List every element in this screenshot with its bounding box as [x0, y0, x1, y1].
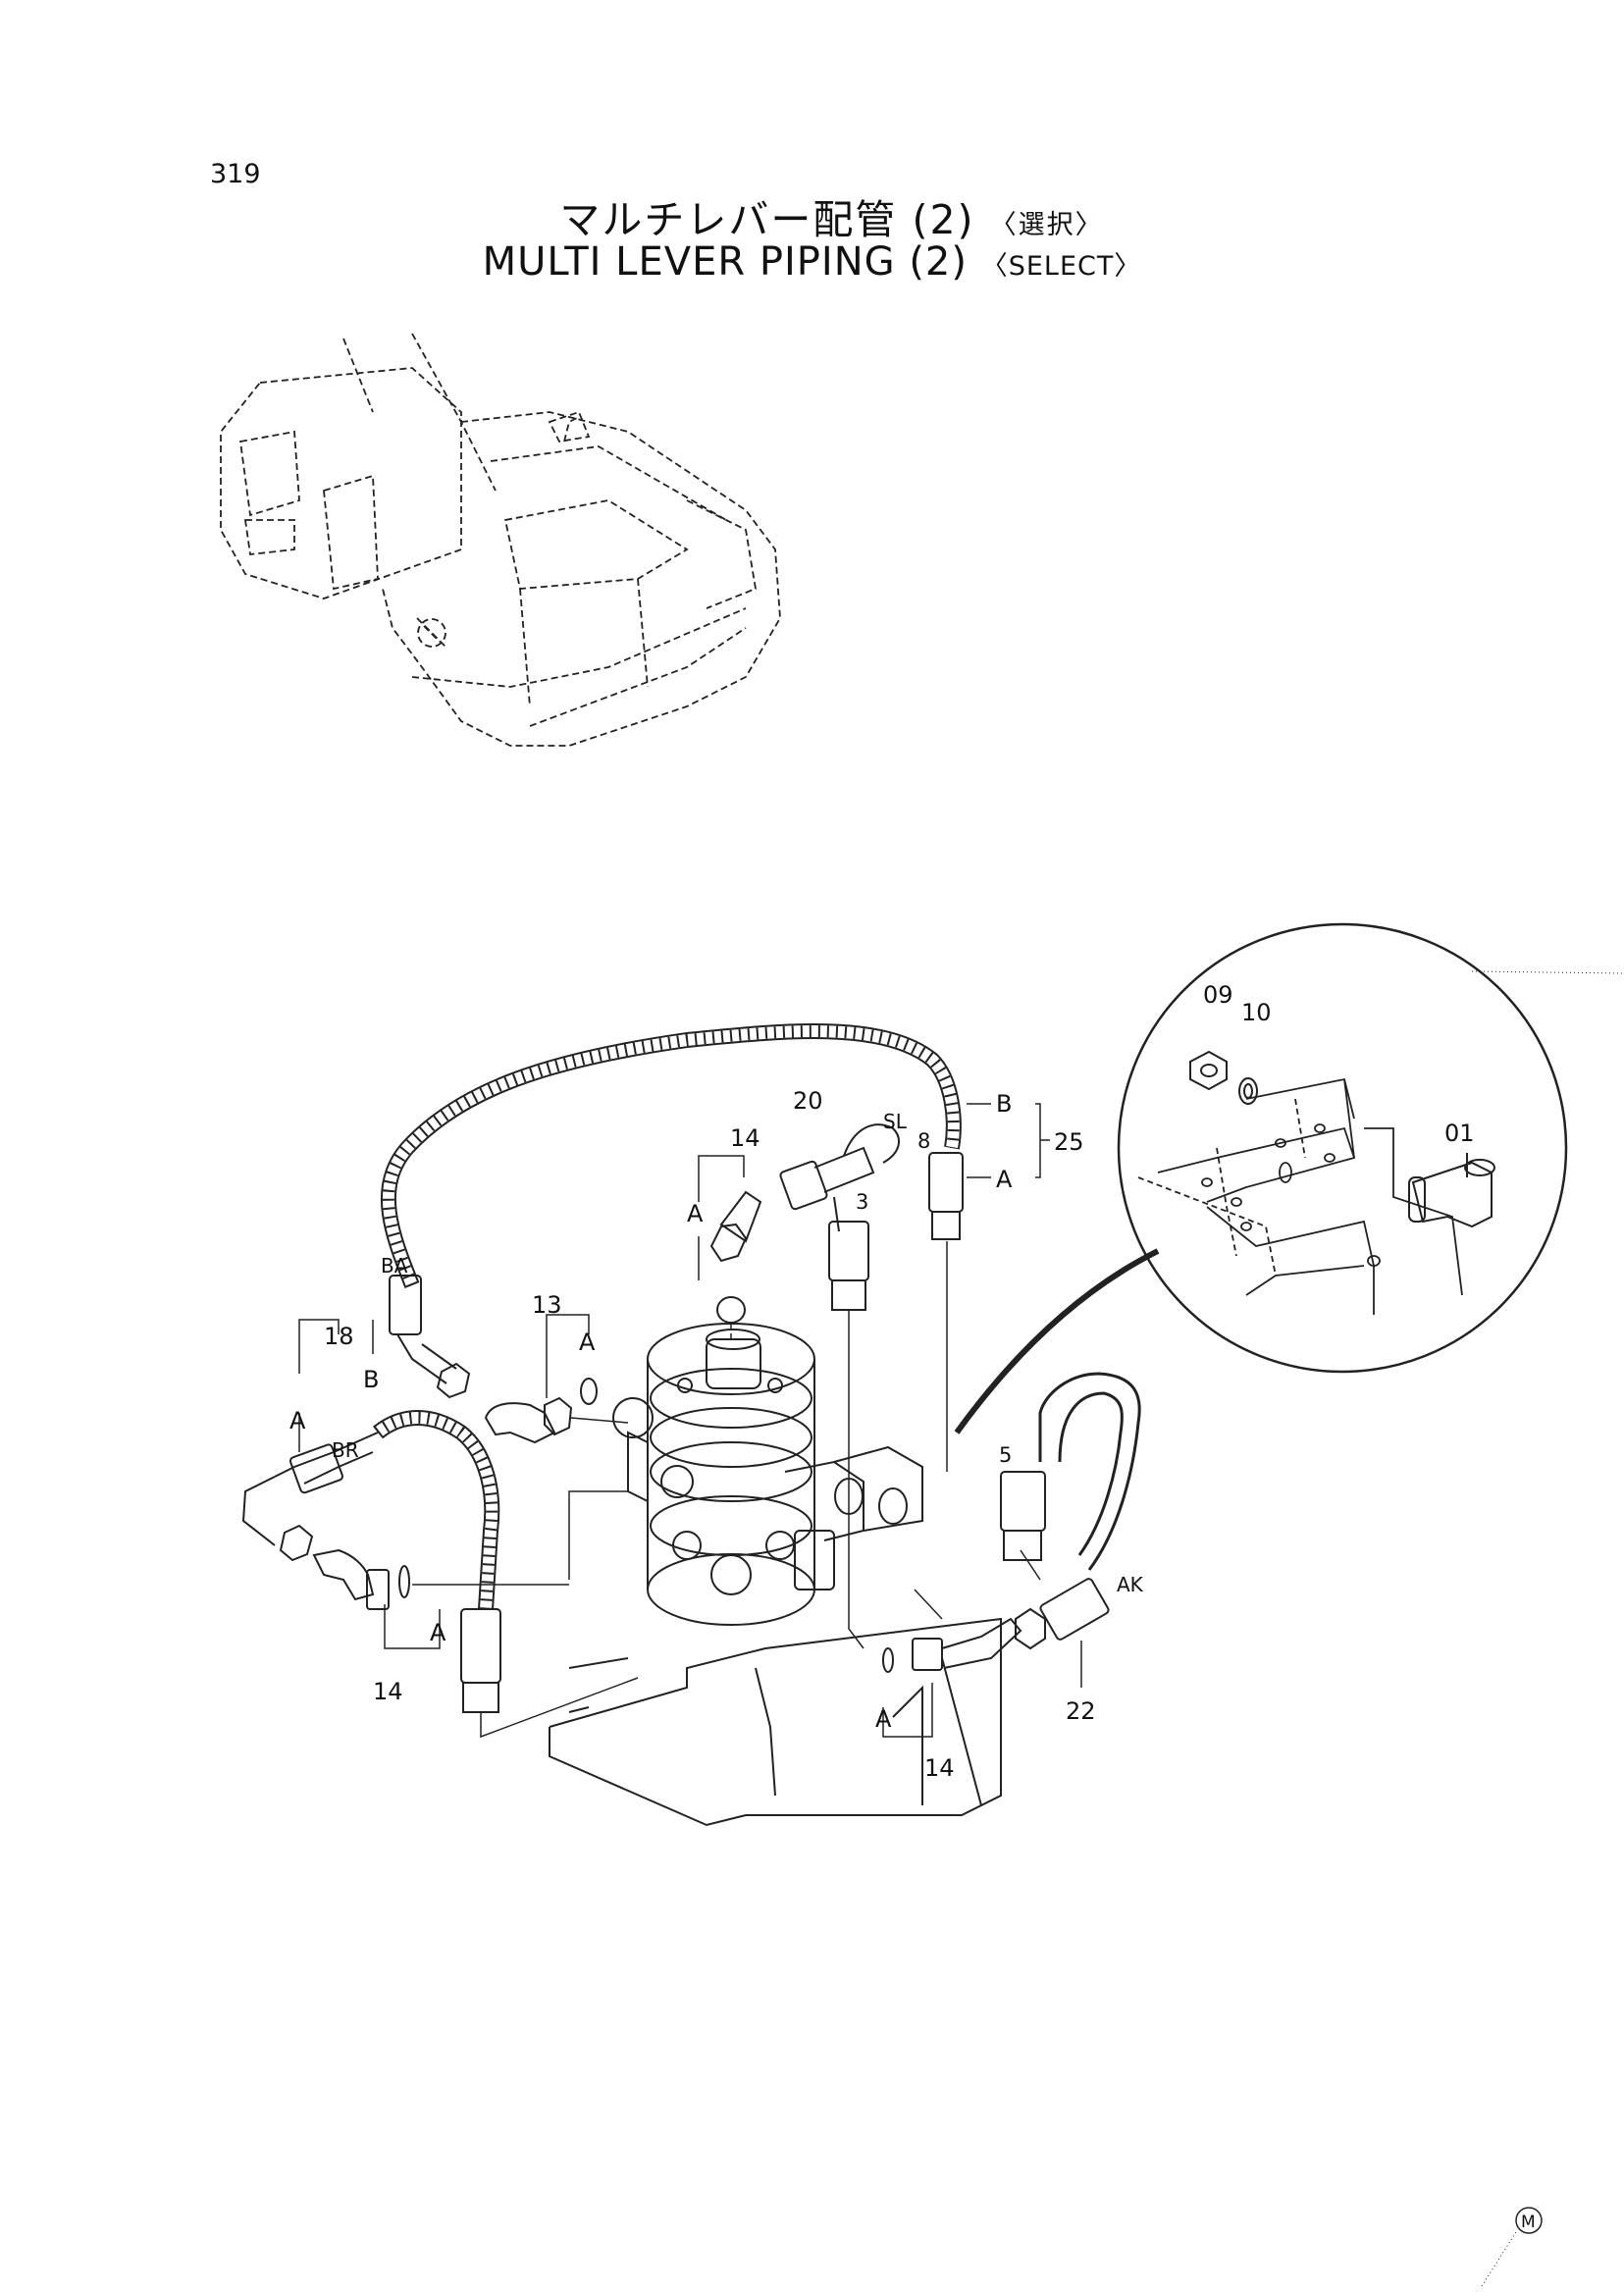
mounting-bracket	[549, 1617, 1002, 1827]
label-14-top: 14	[730, 1124, 760, 1152]
page-title-japanese: マルチレバー配管 (2) 〈選択〉	[0, 186, 1624, 245]
label-14-bottom: 14	[924, 1754, 955, 1782]
detail-view-circle	[954, 922, 1624, 1434]
leader-lines	[298, 1103, 1082, 1739]
label-a-left: A	[430, 1619, 446, 1646]
label-25: 25	[1054, 1128, 1084, 1156]
elbow-13	[484, 1378, 598, 1444]
fitting-14-left	[312, 1548, 410, 1610]
fitting-20	[779, 1123, 900, 1311]
page-number: 319	[210, 159, 261, 189]
label-13: 13	[532, 1291, 562, 1319]
fitting-14-top	[709, 1190, 762, 1324]
label-01: 01	[1444, 1120, 1475, 1147]
label-18: 18	[324, 1323, 354, 1350]
label-8: 8	[917, 1129, 930, 1153]
label-br: BR	[332, 1438, 359, 1462]
label-5: 5	[999, 1443, 1012, 1467]
page-mark-m-icon	[1481, 2207, 1543, 2287]
label-a-13: A	[579, 1329, 596, 1356]
hose-5-22	[1000, 1372, 1141, 1650]
hose-ba-corrugated	[380, 1023, 964, 1399]
label-ba: BA	[381, 1254, 408, 1277]
label-b-25: B	[996, 1090, 1012, 1118]
detail-fitting-01	[1408, 1153, 1495, 1228]
detail-nut-09	[1189, 1050, 1228, 1091]
label-20: 20	[793, 1087, 823, 1115]
label-b-18: B	[363, 1366, 379, 1393]
label-a-bottom: A	[875, 1705, 892, 1733]
detail-washer-10	[1238, 1077, 1258, 1105]
label-a-18: A	[289, 1407, 306, 1434]
label-ak: AK	[1117, 1573, 1144, 1596]
page-title-english: MULTI LEVER PIPING (2) 〈SELECT〉	[0, 239, 1624, 285]
title-jp-text: マルチレバー配管 (2)	[559, 196, 975, 243]
control-valve-body	[612, 1323, 923, 1626]
title-en-text: MULTI LEVER PIPING (2)	[482, 239, 968, 285]
label-10: 10	[1241, 999, 1272, 1026]
hose-br-corrugated	[241, 1410, 501, 1713]
label-sl: SL	[883, 1110, 908, 1133]
label-14-left: 14	[373, 1678, 403, 1705]
title-en-tag: 〈SELECT〉	[980, 251, 1142, 282]
label-a-25: A	[996, 1166, 1013, 1193]
page-mark-m-text: M	[1521, 2213, 1536, 2232]
label-22: 22	[1066, 1697, 1096, 1725]
label-a-top: A	[687, 1200, 704, 1227]
excavator-overview-drawing	[220, 333, 781, 747]
title-jp-tag: 〈選択〉	[989, 210, 1104, 240]
detail-view-bracket	[1137, 1077, 1463, 1315]
label-3: 3	[856, 1190, 868, 1214]
label-09: 09	[1203, 981, 1233, 1009]
